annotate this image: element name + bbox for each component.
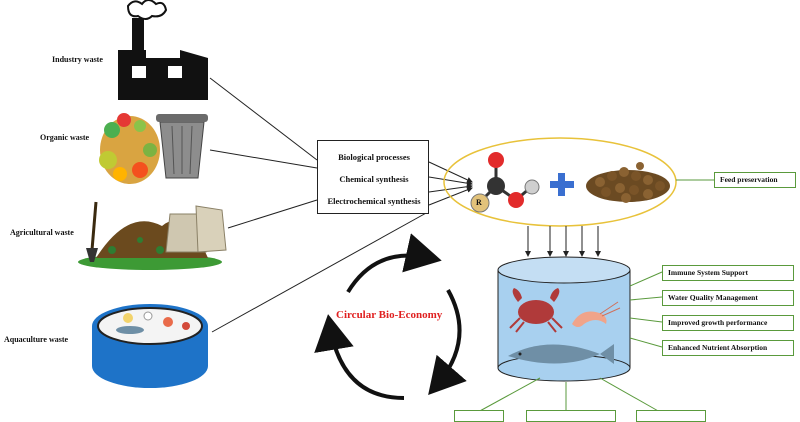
molecule-r-label: R: [476, 198, 482, 207]
benefit-growth: Improved growth performance: [662, 315, 794, 331]
process-chemical: Chemical synthesis: [339, 174, 409, 184]
cycle-arrows-icon: [314, 233, 467, 400]
circular-bioeconomy-label: Circular Bio-Economy: [336, 309, 443, 321]
aquaculture-connector: [211, 211, 429, 333]
bottom-box-1: [454, 410, 504, 422]
organic-waste-icon: [99, 113, 208, 184]
salmon-icon: [508, 344, 614, 364]
agricultural-connector: [227, 199, 318, 229]
benefit-immune: Immune System Support: [662, 265, 794, 281]
molecule-icon: [470, 152, 540, 213]
crab-icon: [509, 288, 563, 333]
organic-waste-label: Organic waste: [40, 133, 90, 142]
organic-connector: [209, 149, 318, 169]
feed-preservation-box: Feed preservation: [714, 172, 796, 188]
additive-ellipse: [443, 137, 677, 227]
feed-pellets-icon: [586, 162, 670, 203]
industry-waste-label: Industry waste: [52, 55, 103, 64]
aquaculture-tank-icon: [92, 304, 208, 388]
shrimp-icon: [572, 301, 621, 327]
agricultural-waste-icon: [78, 201, 227, 270]
factory-icon: [118, 0, 208, 100]
bottom-box-2: [526, 410, 616, 422]
agricultural-waste-label: Agricultural waste: [10, 228, 74, 237]
aquaculture-waste-label: Aquaculture waste: [4, 335, 69, 344]
process-electrochemical: Electrochemical synthesis: [327, 196, 421, 206]
process-biological: Biological processes: [338, 152, 410, 162]
bottom-box-3: [636, 410, 706, 422]
industry-connector: [209, 77, 318, 161]
process-box: Biological processes Chemical synthesis …: [317, 140, 429, 214]
plus-icon: [550, 173, 574, 196]
benefit-nutrient: Enhanced Nutrient Absorption: [662, 340, 794, 356]
benefit-water-quality: Water Quality Management: [662, 290, 794, 306]
